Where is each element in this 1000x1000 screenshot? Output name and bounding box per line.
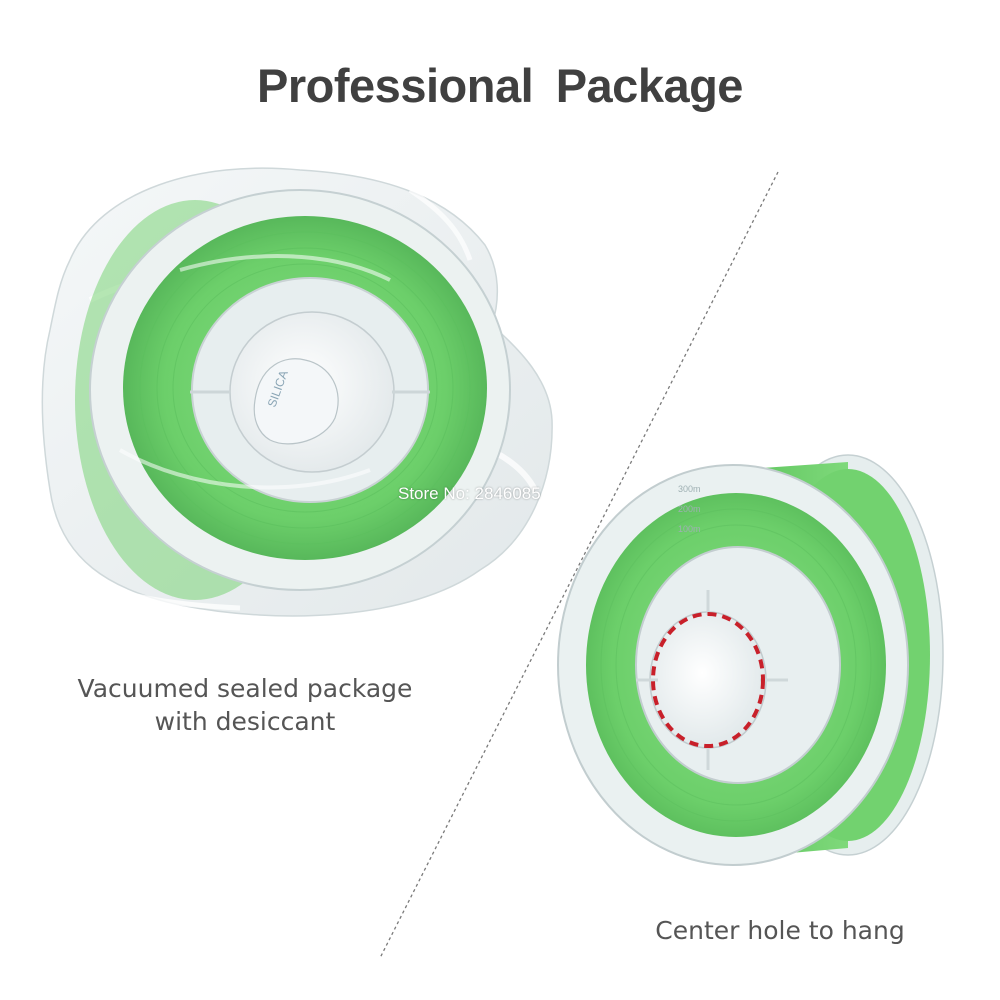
- svg-text:300m: 300m: [678, 484, 701, 494]
- caption-left-line1: Vacuumed sealed package: [77, 674, 413, 703]
- caption-center-hole: Center hole to hang: [655, 916, 905, 945]
- page-title: Professional Package: [257, 59, 743, 112]
- caption-vacuum-sealed: Vacuumed sealed package with desiccant: [60, 672, 430, 738]
- store-watermark: Store No: 2846085: [398, 484, 541, 503]
- filament-spool-icon: 300m 200m 100m: [557, 454, 944, 866]
- svg-text:200m: 200m: [678, 504, 701, 514]
- caption-left-line2: with desiccant: [154, 707, 336, 736]
- vacuum-sealed-spool-icon: SILICA: [41, 167, 553, 617]
- svg-text:100m: 100m: [678, 524, 701, 534]
